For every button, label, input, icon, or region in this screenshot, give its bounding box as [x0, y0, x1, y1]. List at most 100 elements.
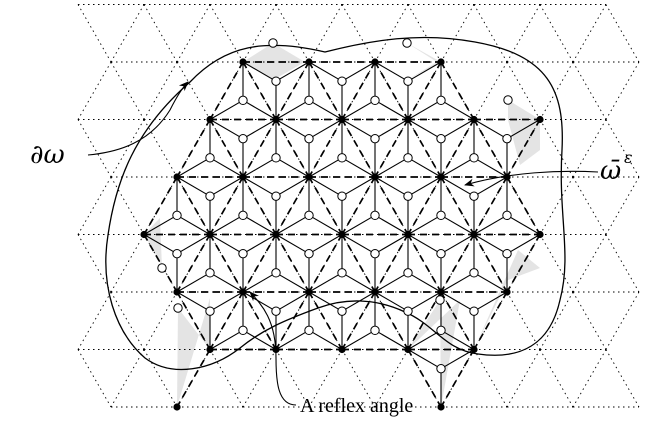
hexagon-edge	[473, 272, 508, 293]
dotted-edge	[77, 4, 112, 63]
hexagon-edge	[176, 176, 211, 197]
dotted-edge	[506, 349, 541, 408]
hexagon-edge	[242, 61, 277, 82]
hexagon-edge	[308, 329, 343, 350]
hexagon-edge	[308, 119, 343, 140]
hexagon-edge	[341, 291, 376, 312]
hexagon-edge	[473, 176, 508, 197]
lattice-node-open	[469, 268, 479, 278]
dotted-edge	[110, 61, 145, 120]
dotted-edge	[110, 234, 145, 293]
hexagon-edge	[440, 291, 475, 312]
dotted-edge	[407, 119, 442, 178]
lattice-node-filled	[437, 58, 445, 66]
lattice-node-filled	[371, 288, 379, 296]
reflex-angle-leader-line	[249, 291, 297, 406]
hexagon-edge	[242, 272, 277, 293]
dotted-edge	[77, 349, 112, 408]
dotted-edge	[143, 349, 178, 408]
hexagon-edge	[374, 157, 409, 178]
lattice-node-open	[403, 76, 413, 86]
dotted-edge	[572, 234, 607, 293]
lattice-node-open	[172, 210, 182, 221]
dotted-edge	[209, 349, 244, 408]
hexagon-edge	[440, 119, 475, 140]
lattice-node-open	[370, 248, 380, 259]
lattice-node-filled	[404, 115, 412, 124]
dotted-edge	[176, 119, 211, 178]
lattice-node-open	[304, 95, 314, 106]
hexagon-edge	[308, 234, 343, 255]
dotted-edge	[539, 61, 574, 120]
dotted-edge	[77, 61, 112, 120]
lattice-node-open	[238, 210, 248, 221]
lattice-node-open	[403, 306, 413, 316]
dotted-edge	[110, 4, 145, 63]
hexagon-edge	[473, 291, 508, 312]
lattice-node-filled	[173, 403, 181, 411]
dotted-edge	[539, 176, 574, 235]
lattice-node-filled	[239, 58, 247, 66]
dotted-edge	[506, 176, 541, 235]
dotted-edge	[209, 119, 244, 178]
lattice-node-filled	[305, 288, 313, 296]
dotted-edge	[209, 291, 244, 350]
dotted-edge	[176, 176, 211, 235]
hexagon-edge	[407, 119, 442, 140]
hexagon-edge	[275, 214, 310, 235]
lattice-node-filled	[239, 288, 247, 296]
dotted-edge	[539, 4, 574, 63]
hexagon-edge	[341, 214, 376, 235]
shaded-cell	[408, 300, 460, 407]
shaded-cell	[144, 218, 177, 292]
lattice-node-open	[436, 95, 446, 106]
lattice-node-open	[205, 306, 215, 316]
lattice-node-filled	[404, 345, 412, 354]
dotted-edge	[242, 61, 277, 120]
lattice-node-open	[172, 248, 182, 259]
dotted-edge	[506, 234, 541, 293]
dotted-edge	[110, 291, 145, 350]
dotted-edge	[605, 349, 640, 408]
dotted-edge	[473, 119, 508, 178]
hexagon-edge	[374, 61, 409, 82]
hexagon-edge	[374, 214, 409, 235]
lattice-node-filled	[338, 230, 346, 239]
hexagon-edge	[209, 119, 244, 140]
dotted-edge	[341, 176, 376, 235]
lattice-nodes-open	[157, 38, 513, 374]
hexagon-edge	[308, 272, 343, 293]
hexagon-edge	[275, 272, 310, 293]
hexagon-edge	[209, 157, 244, 178]
dotted-edge	[605, 4, 640, 63]
dotted-edge	[77, 234, 112, 293]
dotted-edge	[308, 176, 343, 235]
lattice-node-filled	[437, 288, 445, 296]
lattice-node-filled	[305, 58, 313, 66]
hexagon-edge	[374, 99, 409, 120]
lattice-node-open	[271, 306, 281, 316]
hexagon-edge	[341, 99, 376, 120]
hexagon-edge	[209, 291, 244, 312]
lattice-node-open	[268, 38, 278, 48]
lattice-node-filled	[206, 345, 214, 354]
hexagon-edge	[407, 291, 442, 312]
lattice-node-open	[436, 210, 446, 221]
hexagon-edge	[341, 61, 376, 82]
lattice-node-open	[402, 38, 412, 48]
lattice-node-open	[436, 363, 446, 374]
hexagon-edge	[242, 214, 277, 235]
dotted-edge	[176, 61, 211, 120]
hexagon-edge	[308, 61, 343, 82]
hexagon-edge	[176, 214, 211, 235]
hexagon-edge	[242, 329, 277, 350]
lattice-node-filled	[470, 115, 478, 124]
hexagon-edge	[407, 99, 442, 120]
hexagon-edge	[143, 234, 178, 255]
shaded-cell	[177, 298, 210, 407]
dotted-edge	[572, 61, 607, 120]
lattice-node-open	[403, 153, 413, 163]
dotted-edge	[440, 234, 475, 293]
dotted-edge	[506, 119, 541, 178]
hexagon-edge	[407, 272, 442, 293]
